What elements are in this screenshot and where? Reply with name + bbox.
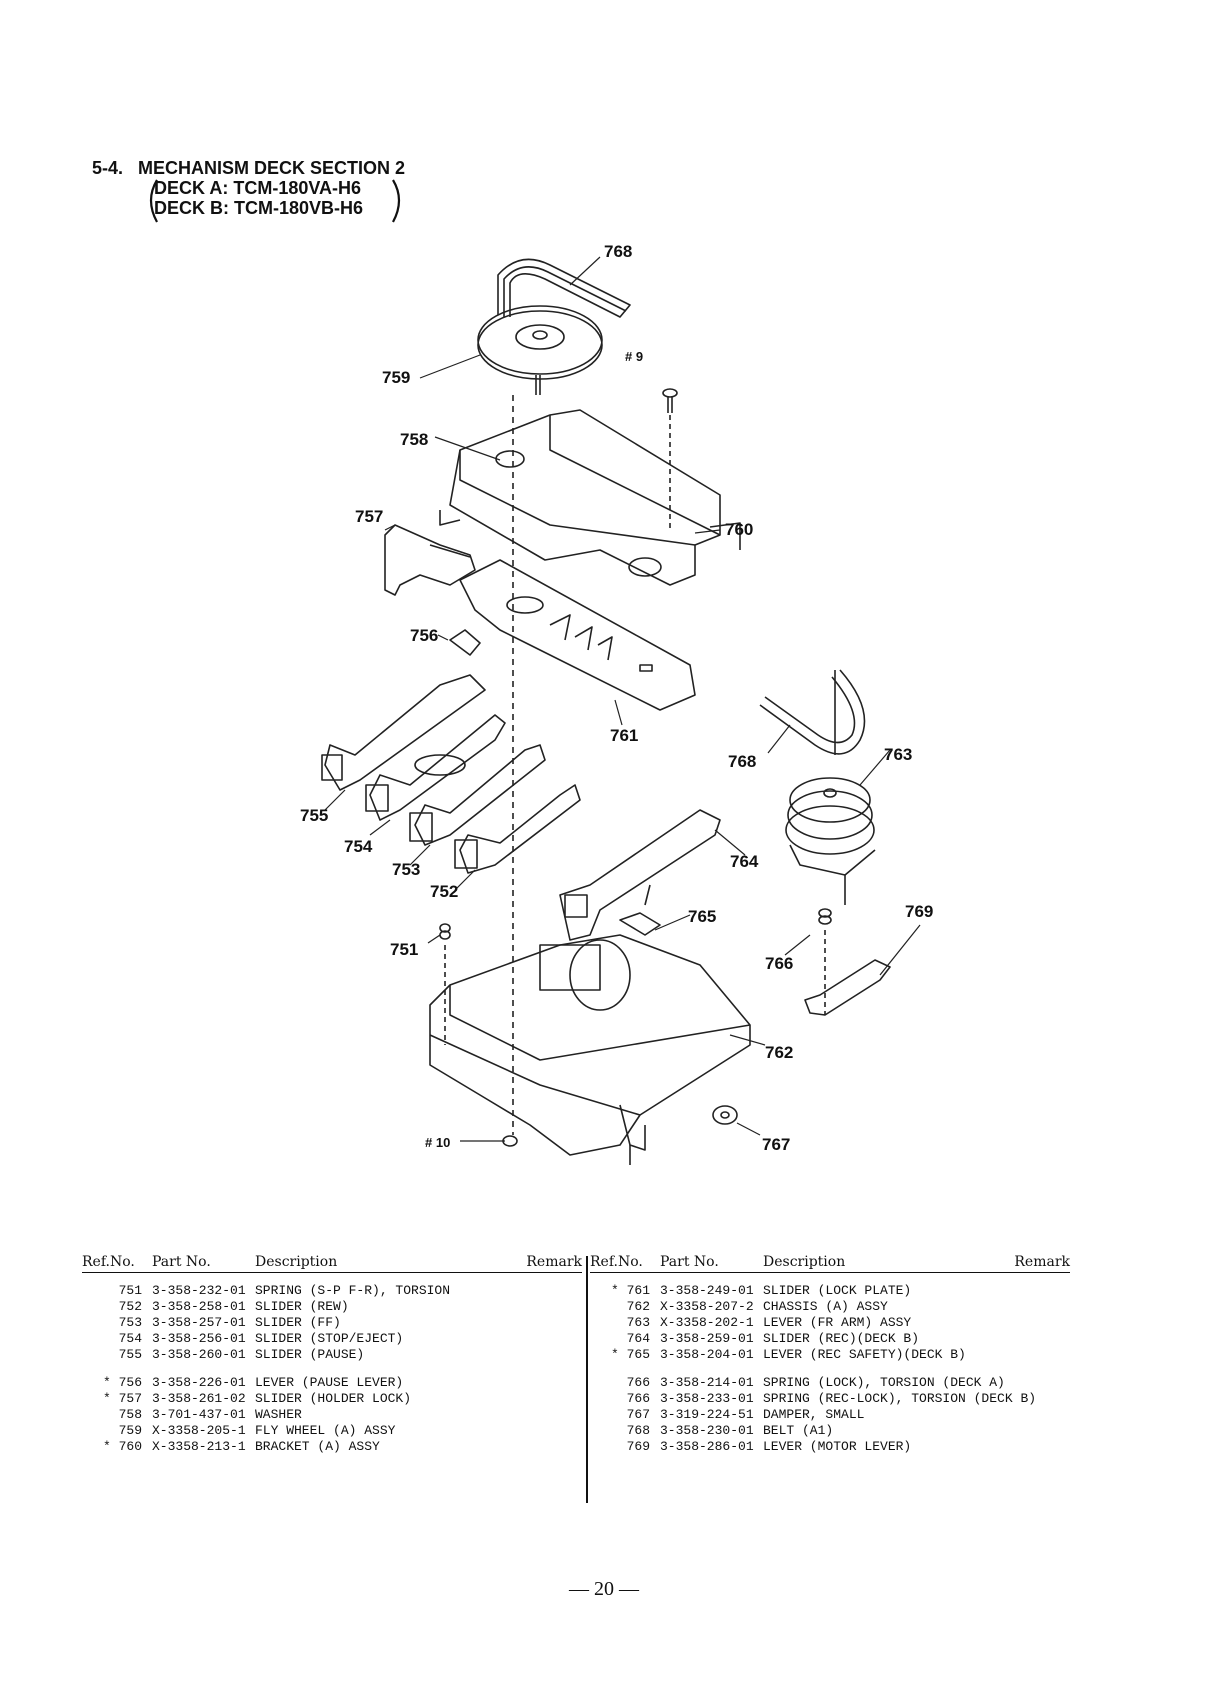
- slider-part-753: [409, 744, 546, 846]
- callout-757: 757: [355, 507, 383, 526]
- callout-769: 769: [905, 902, 933, 921]
- callout-762: 762: [765, 1043, 793, 1062]
- header-ref-no: Ref.No.: [82, 1254, 135, 1270]
- header-description: Description: [763, 1254, 846, 1270]
- section-heading: MECHANISM DECK SECTION 2: [138, 158, 406, 178]
- callout-754: 754: [344, 837, 373, 856]
- callout-768-top: 768: [604, 245, 632, 261]
- callout-screw-9: # 9: [625, 349, 643, 364]
- header-ref-no: Ref.No.: [590, 1254, 643, 1270]
- motor-part-763: [785, 777, 876, 905]
- leader-lines: [324, 256, 921, 1142]
- header-part-no: Part No.: [660, 1254, 719, 1270]
- callout-767: 767: [762, 1135, 790, 1154]
- callout-764: 764: [730, 852, 759, 871]
- page-number: — 20 —: [569, 1578, 639, 1600]
- callout-760: 760: [725, 520, 753, 539]
- parts-table-right-header: Ref.No. Part No. Description Remark: [590, 1254, 1070, 1273]
- callout-755: 755: [300, 806, 328, 825]
- slider-part-755: [321, 674, 486, 791]
- lock-plate-part-761: [459, 559, 696, 711]
- screw-9: [662, 388, 678, 530]
- section-title: 5-4. MECHANISM DECK SECTION 2 DECK A: TC…: [92, 158, 405, 218]
- callout-768-right: 768: [728, 752, 756, 771]
- lever-part-765: [619, 884, 661, 936]
- deck-b-label: DECK B: TCM-180VB-H6: [154, 198, 364, 218]
- lever-part-756: [449, 629, 481, 656]
- flywheel-part-759: [477, 305, 603, 395]
- callout-759: 759: [382, 368, 410, 387]
- slider-part-752: [454, 784, 581, 874]
- callout-766: 766: [765, 954, 793, 973]
- deck-a-label: DECK A: TCM-180VA-H6: [154, 178, 362, 198]
- callout-763: 763: [884, 745, 912, 764]
- header-part-no: Part No.: [152, 1254, 211, 1270]
- header-remark: Remark: [1014, 1254, 1070, 1270]
- callout-756: 756: [410, 626, 438, 645]
- spring-part-751: [439, 923, 451, 1045]
- callout-765: 765: [688, 907, 716, 926]
- table-divider: [586, 1256, 588, 1503]
- slider-part-764: [559, 809, 721, 941]
- parts-table-right: Ref.No. Part No. Description Remark * 76…: [590, 1254, 1070, 1455]
- screw-10: [502, 1135, 518, 1147]
- parts-table-left-header: Ref.No. Part No. Description Remark: [82, 1254, 582, 1273]
- callout-screw-10: # 10: [425, 1135, 450, 1150]
- lever-part-769: [804, 959, 891, 1016]
- header-remark: Remark: [526, 1254, 582, 1270]
- callout-752: 752: [430, 882, 458, 901]
- chassis-part-762: [429, 934, 751, 1165]
- slider-part-754: [365, 714, 506, 821]
- callout-753: 753: [392, 860, 420, 879]
- spring-part-766: [818, 908, 832, 1015]
- callout-758: 758: [400, 430, 428, 449]
- callout-751: 751: [390, 940, 418, 959]
- header-description: Description: [255, 1254, 338, 1270]
- bracket-part-760: [439, 409, 741, 586]
- exploded-view-diagram: 768 759 # 9 758 757 760 756 761 768 763 …: [300, 245, 933, 1165]
- section-number: 5-4.: [92, 158, 124, 178]
- slider-part-757: [384, 524, 476, 596]
- belt-part-768-right: [759, 669, 866, 755]
- belt-part-768-top: [497, 258, 631, 318]
- damper-part-767: [712, 1105, 738, 1125]
- deck-brackets: [149, 179, 401, 223]
- callout-761: 761: [610, 726, 638, 745]
